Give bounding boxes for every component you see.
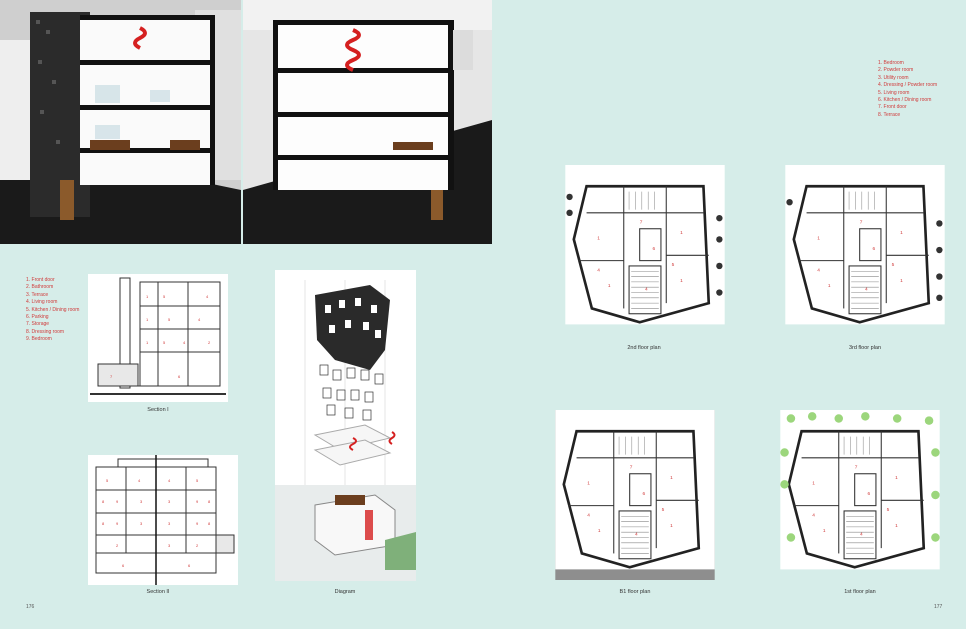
section-render-right [243, 0, 492, 244]
section-1-caption: Section I [147, 407, 169, 413]
svg-text:4: 4 [183, 340, 186, 345]
exploded-diagram [275, 270, 416, 581]
legend-item: 9. Bedroom [26, 336, 52, 343]
svg-text:5: 5 [106, 478, 109, 483]
floor-plan-2nd [563, 163, 727, 335]
svg-text:5: 5 [163, 294, 166, 299]
svg-text:2: 2 [208, 340, 211, 345]
svg-text:5: 5 [163, 340, 166, 345]
section-2-drawing: 5 4 4 5 8 9 3 3 9 8 8 9 3 3 9 8 2 3 2 6 6 [88, 455, 238, 585]
room-legend-sections: 1. Front door 2. Bathroom 3. Terrace 4. … [26, 277, 96, 344]
section-render-left [0, 0, 241, 244]
svg-text:3: 3 [168, 543, 171, 548]
section-1-drawing: 1 5 4 1 5 4 1 5 4 2 7 6 [88, 274, 228, 402]
svg-text:4: 4 [168, 478, 171, 483]
svg-text:8: 8 [208, 499, 211, 504]
legend-item: 7. Front door [878, 104, 907, 111]
svg-text:3: 3 [168, 521, 171, 526]
svg-text:9: 9 [196, 499, 199, 504]
legend-item: 7. Storage [26, 321, 50, 328]
legend-item: 1. Bedroom [878, 60, 904, 66]
svg-text:8: 8 [208, 521, 211, 526]
svg-text:6: 6 [122, 563, 125, 568]
floor-plan-2nd-caption: 2nd floor plan [627, 345, 661, 351]
svg-text:8: 8 [102, 521, 105, 526]
legend-item: 5. Living room [878, 89, 910, 96]
page-number-left: 176 [26, 604, 35, 610]
svg-text:2: 2 [196, 543, 199, 548]
floor-plan-1st-caption: 1st floor plan [844, 589, 876, 595]
legend-item: 4. Dressing / Powder room [878, 82, 938, 89]
section-2-caption: Section II [146, 589, 170, 595]
svg-text:9: 9 [116, 499, 119, 504]
svg-text:8: 8 [102, 499, 105, 504]
svg-text:1: 1 [146, 294, 149, 299]
legend-item: 6. Parking [26, 314, 49, 321]
diagram-caption: Diagram [334, 589, 356, 595]
svg-text:4: 4 [198, 317, 201, 322]
legend-item: 8. Terrace [878, 111, 901, 118]
svg-text:6: 6 [178, 374, 181, 379]
floor-plan-b1-caption: B1 floor plan [619, 589, 651, 595]
floor-plan-b1 [553, 408, 717, 580]
legend-item: 2. Powder room [878, 67, 914, 74]
room-legend-floorplans: 1. Bedroom 2. Powder room 3. Utility roo… [878, 60, 958, 119]
legend-item: 3. Terrace [26, 291, 49, 298]
legend-item: 1. Front door [26, 277, 55, 283]
svg-text:2: 2 [116, 543, 119, 548]
svg-text:3: 3 [140, 521, 143, 526]
svg-text:3: 3 [140, 499, 143, 504]
svg-text:6: 6 [188, 563, 191, 568]
page-number-right: 177 [934, 604, 943, 610]
floor-plan-3rd-caption: 3rd floor plan [848, 345, 882, 351]
svg-text:1: 1 [146, 317, 149, 322]
svg-text:7: 7 [110, 374, 113, 379]
legend-item: 5. Kitchen / Dining room [26, 306, 80, 313]
legend-item: 2. Bathroom [26, 284, 54, 291]
svg-text:9: 9 [116, 521, 119, 526]
floor-plan-3rd [783, 163, 947, 335]
svg-text:4: 4 [138, 478, 141, 483]
svg-text:5: 5 [168, 317, 171, 322]
legend-item: 8. Dressing room [26, 328, 65, 335]
svg-text:1: 1 [146, 340, 149, 345]
floor-plan-1st [778, 408, 942, 580]
svg-text:4: 4 [206, 294, 209, 299]
svg-text:5: 5 [196, 478, 199, 483]
legend-item: 6. Kitchen / Dining room [878, 97, 932, 104]
legend-item: 4. Living room [26, 299, 58, 306]
svg-text:3: 3 [168, 499, 171, 504]
legend-item: 3. Utility room [878, 74, 909, 81]
svg-text:9: 9 [196, 521, 199, 526]
